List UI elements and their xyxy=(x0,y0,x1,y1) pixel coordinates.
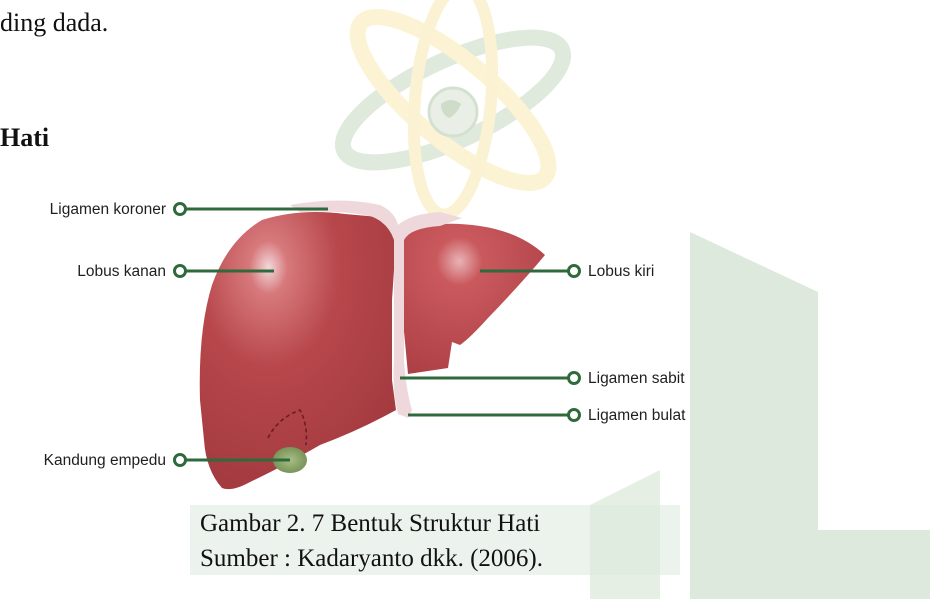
marker-lobus-kiri xyxy=(569,266,580,277)
marker-ligamen-koroner xyxy=(175,204,186,215)
label-ligamen-sabit: Ligamen sabit xyxy=(588,370,685,387)
figure-caption: Gambar 2. 7 Bentuk Struktur Hati xyxy=(200,507,660,541)
label-kandung-empedu: Kandung empedu xyxy=(44,452,166,469)
marker-ligamen-sabit xyxy=(569,373,580,384)
lobus-kanan-shape xyxy=(200,212,396,489)
label-ligamen-koroner: Ligamen koroner xyxy=(50,201,166,218)
lobus-kiri-shape xyxy=(402,224,545,374)
figure-source: Sumber : Kadaryanto dkk. (2006). xyxy=(200,542,660,576)
label-lobus-kiri: Lobus kiri xyxy=(588,263,654,280)
label-lobus-kanan: Lobus kanan xyxy=(77,263,166,280)
marker-lobus-kanan xyxy=(175,266,186,277)
marker-kandung-empedu xyxy=(175,455,186,466)
marker-ligamen-bulat xyxy=(569,410,580,421)
label-ligamen-bulat: Ligamen bulat xyxy=(588,407,686,424)
